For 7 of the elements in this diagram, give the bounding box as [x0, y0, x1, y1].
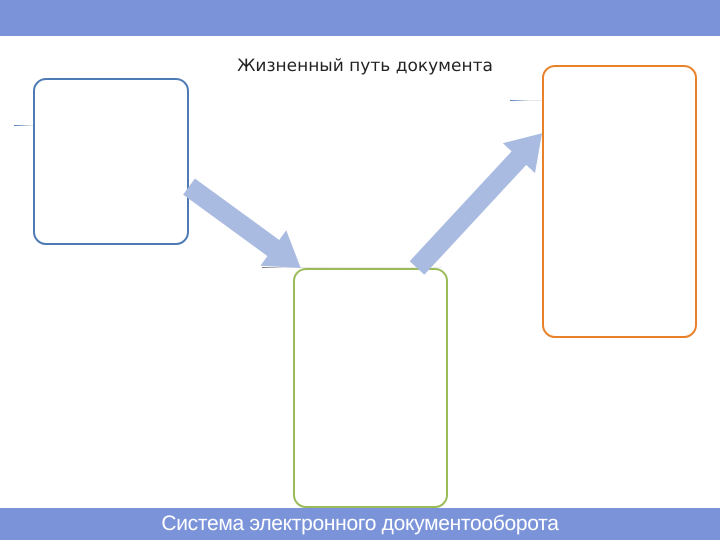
footer-text: Система электронного документооборота — [161, 512, 559, 536]
block-arrow — [410, 133, 542, 275]
rounded-box — [33, 78, 189, 245]
rounded-box — [542, 65, 697, 338]
rounded-box — [293, 268, 448, 508]
block-arrow — [183, 178, 301, 268]
title: Жизненный путь документа — [236, 56, 494, 76]
